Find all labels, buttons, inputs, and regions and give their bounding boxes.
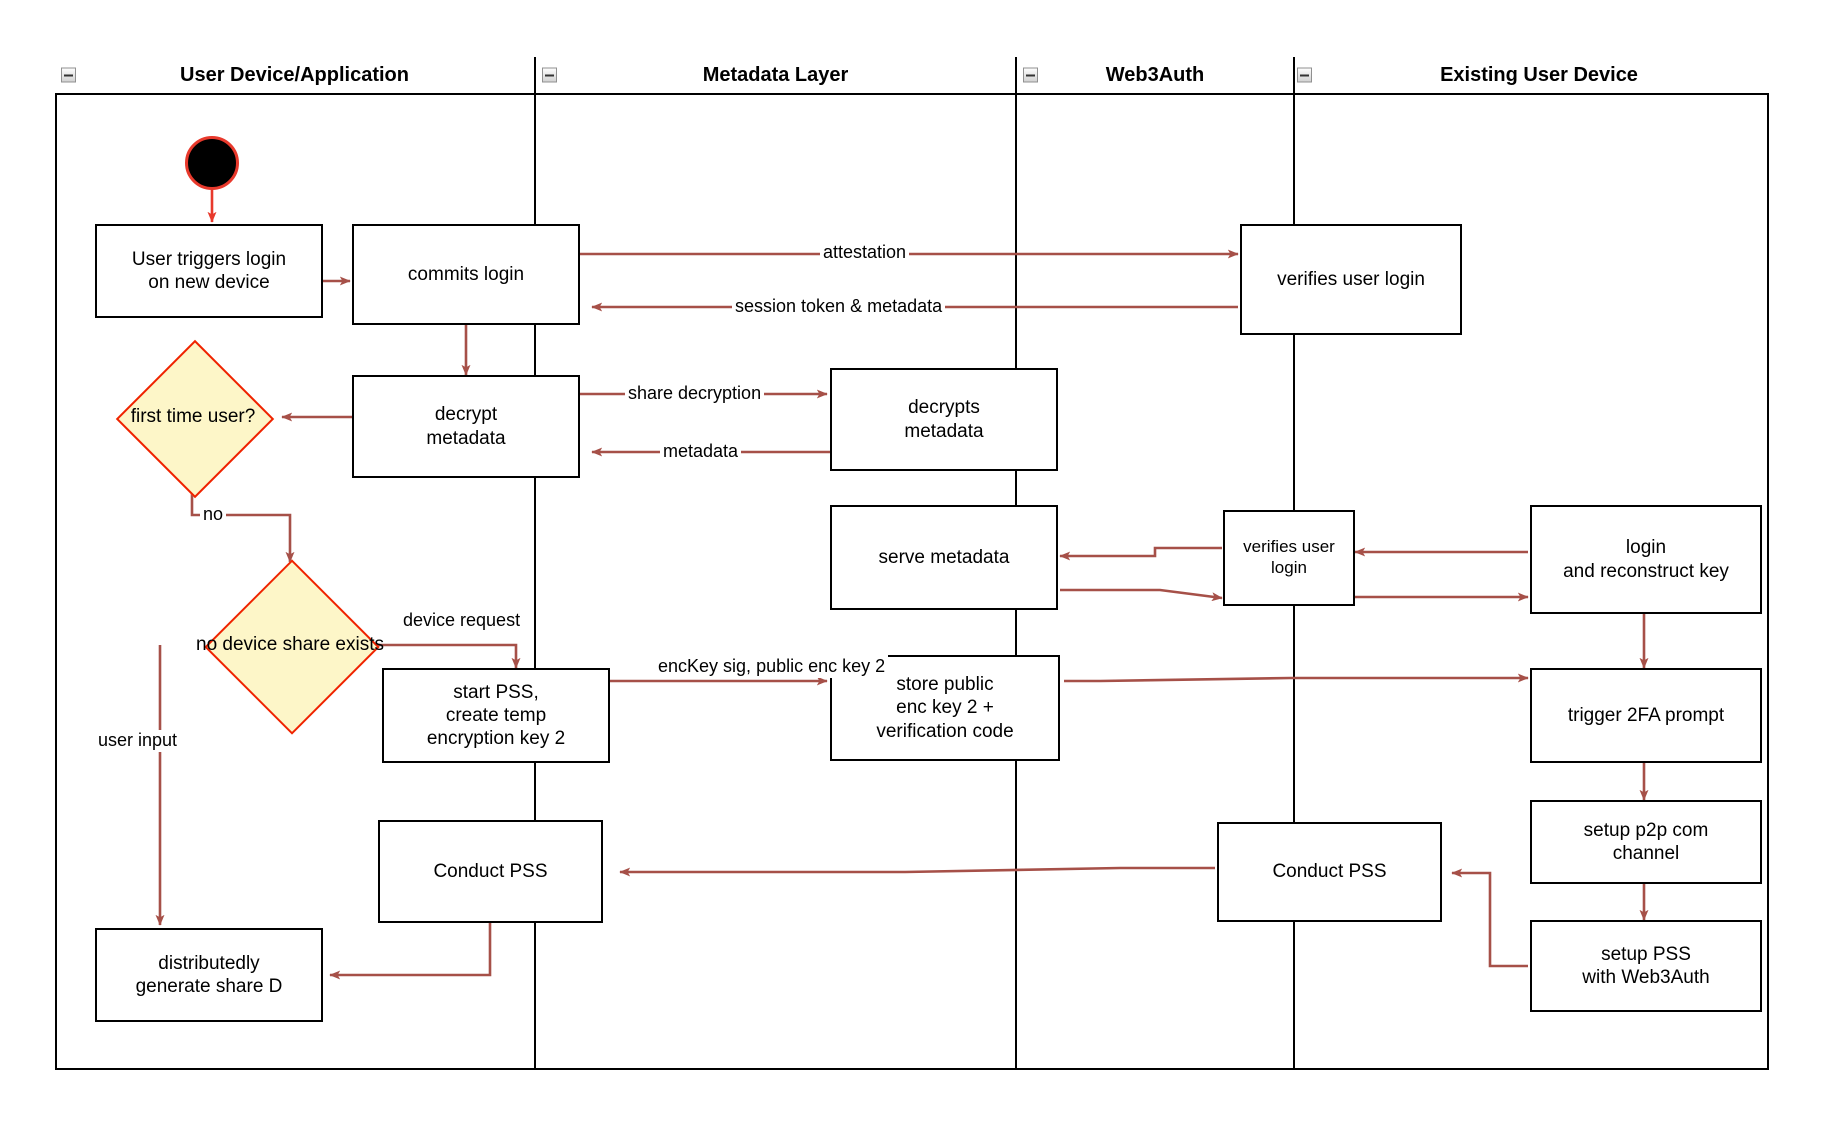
- node-setup-pss-with-web3auth[interactable]: setup PSS with Web3Auth: [1530, 920, 1762, 1012]
- edge-label-enckey-sig: encKey sig, public enc key 2: [655, 655, 889, 679]
- node-label-line: on new device: [148, 272, 270, 293]
- edge-label-attestation: attestation: [820, 242, 910, 264]
- collapse-minus-icon[interactable]: [1297, 67, 1312, 83]
- lane-header-existing-user-device[interactable]: Existing User Device: [1295, 57, 1769, 95]
- node-commits-login[interactable]: commits login: [352, 224, 580, 325]
- lane-body-user-device: [55, 95, 536, 1070]
- node-label-line: start PSS,: [453, 681, 539, 703]
- node-label-line: decrypts: [908, 397, 980, 419]
- diamond-label: first time user?: [110, 358, 276, 476]
- lane-header-user-device[interactable]: User Device/Application: [55, 57, 536, 95]
- node-trigger-2fa-prompt[interactable]: trigger 2FA prompt: [1530, 668, 1762, 763]
- lane-header-web3auth[interactable]: Web3Auth: [1017, 57, 1295, 95]
- collapse-minus-icon[interactable]: [1023, 67, 1038, 83]
- node-label-line: Conduct PSS: [1272, 861, 1387, 883]
- node-label-line: verifies user login: [1243, 537, 1335, 577]
- node-label-line: and reconstruct key: [1563, 560, 1729, 582]
- node-login-and-reconstruct-key[interactable]: login and reconstruct key: [1530, 505, 1762, 614]
- node-label-line: metadata: [904, 420, 984, 442]
- node-label-line: distributedly: [158, 952, 260, 974]
- collapse-minus-icon[interactable]: [61, 67, 76, 83]
- node-label-line: login: [1625, 537, 1667, 559]
- node-label-line: serve metadata: [878, 546, 1010, 568]
- node-label-line: metadata: [426, 427, 506, 449]
- lane-title: Metadata Layer: [702, 63, 849, 86]
- node-no-device-share-decision[interactable]: no device share exists: [190, 559, 390, 735]
- node-label-line: decrypt: [434, 404, 498, 426]
- node-label-line: setup PSS: [1601, 943, 1691, 965]
- node-label-line: channel: [1612, 843, 1680, 864]
- node-start-pss[interactable]: start PSS, create temp encryption key 2: [382, 668, 610, 763]
- edge-label-line: encKey sig,: [658, 656, 752, 676]
- lane-header-metadata-layer[interactable]: Metadata Layer: [536, 57, 1017, 95]
- node-distributedly-generate-share-d[interactable]: distributedly generate share D: [95, 928, 323, 1022]
- edge-label-metadata: metadata: [660, 441, 742, 463]
- node-decrypt-metadata[interactable]: decrypt metadata: [352, 375, 580, 478]
- edge-label-line: public enc key 2: [756, 656, 886, 676]
- edge-label-no: no: [200, 504, 227, 526]
- start-node: [185, 136, 239, 190]
- node-label-line: Conduct PSS: [433, 860, 548, 882]
- node-decrypts-metadata[interactable]: decrypts metadata: [830, 368, 1058, 471]
- node-label-line: with Web3Auth: [1582, 967, 1710, 988]
- edge-label-share-decryption: share decryption: [625, 383, 765, 405]
- node-label-line: share exists: [282, 634, 384, 656]
- node-setup-p2p-com-channel[interactable]: setup p2p com channel: [1530, 800, 1762, 884]
- node-first-time-user-decision[interactable]: first time user?: [110, 339, 276, 499]
- node-verifies-user-login-1[interactable]: verifies user login: [1240, 224, 1462, 335]
- node-conduct-pss-user[interactable]: Conduct PSS: [378, 820, 603, 923]
- collapse-minus-icon[interactable]: [542, 67, 557, 83]
- node-conduct-pss-web3auth[interactable]: Conduct PSS: [1217, 822, 1442, 922]
- node-label-line: store public: [896, 674, 994, 696]
- node-label-line: User triggers login: [131, 248, 287, 270]
- node-label-line: verifies user login: [1277, 268, 1425, 290]
- node-label-line: setup p2p com: [1583, 819, 1709, 841]
- node-label-line: verification code: [876, 720, 1014, 742]
- edge-label-session-token-metadata: session token & metadata: [732, 296, 946, 318]
- node-label-line: commits login: [407, 263, 525, 285]
- lane-title: User Device/Application: [180, 63, 409, 86]
- lane-title: Web3Auth: [1105, 63, 1205, 86]
- lane-title: Existing User Device: [1440, 63, 1638, 86]
- node-verifies-user-login-2[interactable]: verifies user login: [1223, 510, 1355, 606]
- node-label-line: generate share D: [135, 976, 283, 997]
- node-label-line: user?: [207, 406, 256, 428]
- node-label-line: enc key 2 +: [896, 697, 994, 719]
- node-serve-metadata[interactable]: serve metadata: [830, 505, 1058, 610]
- node-label-line: no device: [196, 634, 278, 656]
- edge-label-user-input: user input: [95, 730, 181, 752]
- edge-label-device-request: device request: [400, 610, 524, 632]
- node-user-triggers-login[interactable]: User triggers login on new device: [95, 224, 323, 318]
- node-label-line: first time: [130, 406, 203, 428]
- diamond-label: no device share exists: [190, 560, 390, 730]
- node-label-line: trigger 2FA prompt: [1567, 704, 1725, 726]
- node-label-line: create temp: [445, 704, 547, 726]
- node-label-line: encryption key 2: [426, 728, 566, 750]
